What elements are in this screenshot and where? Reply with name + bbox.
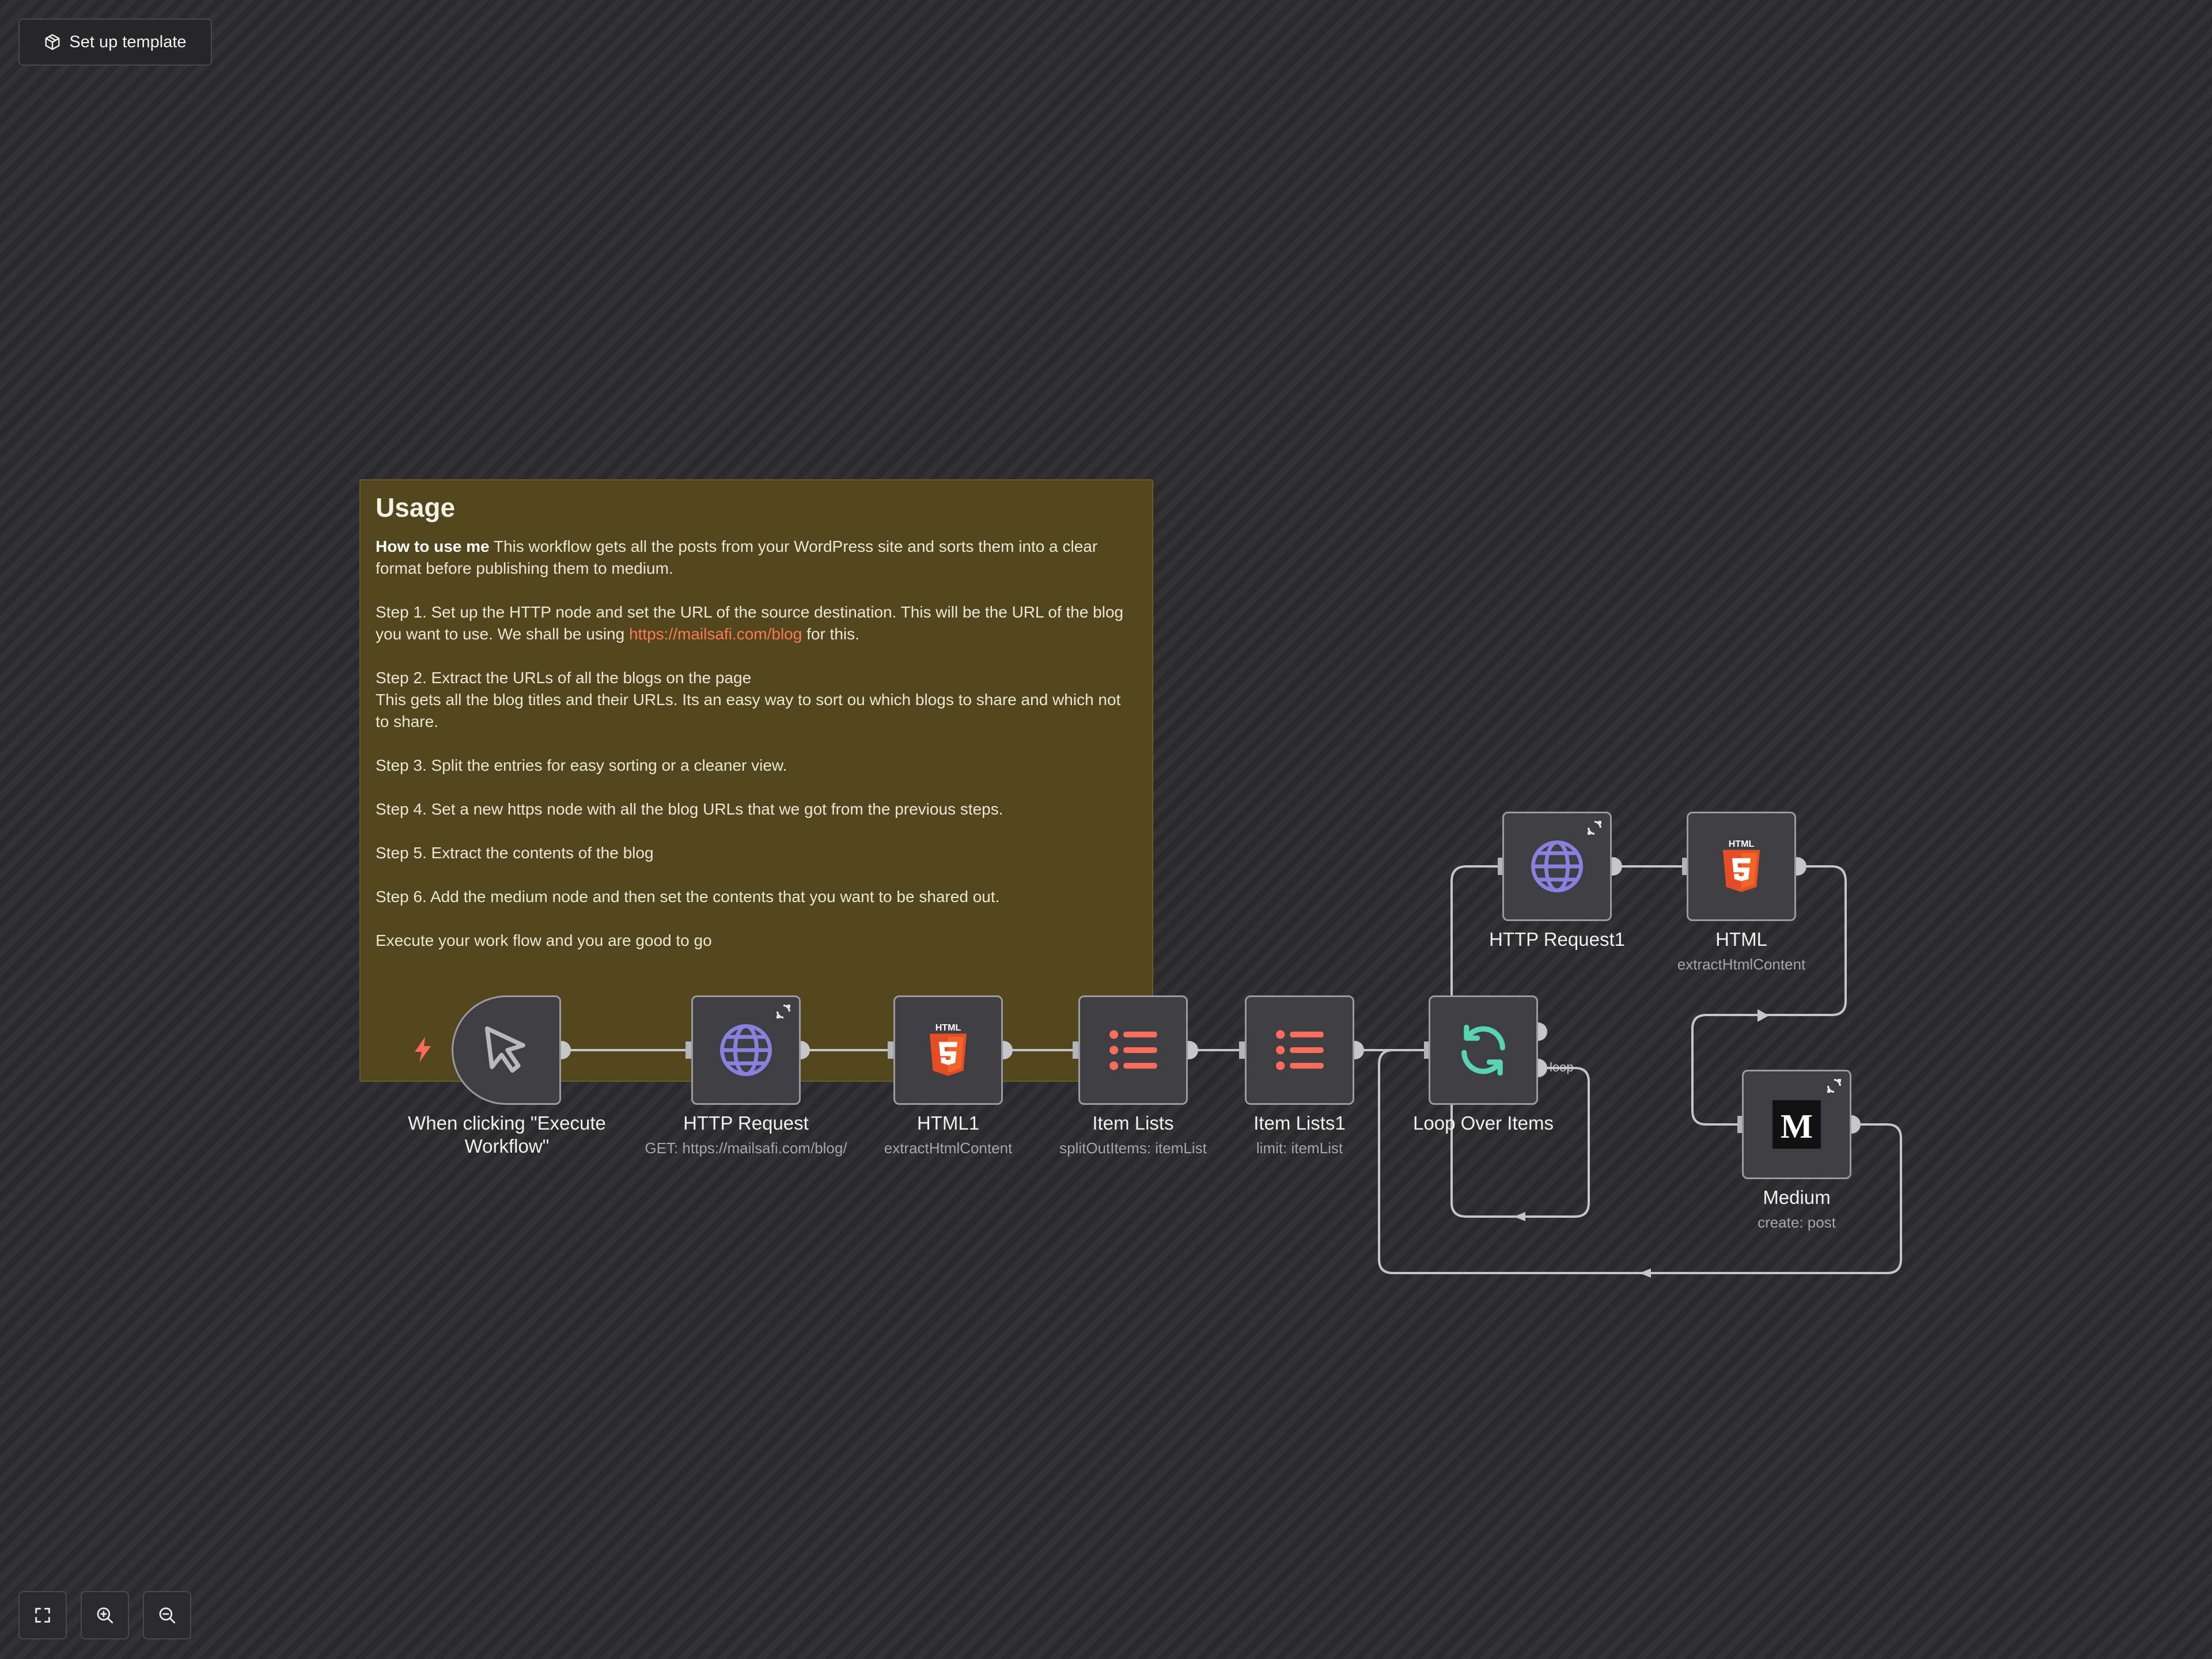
zoom-in-icon (97, 1607, 113, 1624)
input-port[interactable] (1073, 1041, 1078, 1059)
node-subtitle: create: post (1758, 1214, 1836, 1231)
medium-icon: M (1772, 1100, 1821, 1149)
list-icon (1104, 1021, 1162, 1079)
note-step2-line1: Step 2. Extract the URLs of all the blog… (376, 669, 752, 687)
note-step1-text: Step 1. Set up the HTTP node and set the… (376, 603, 1124, 643)
setup-template-button[interactable]: Set up template (18, 18, 212, 66)
note-step5: Step 5. Extract the contents of the blog (376, 844, 654, 862)
svg-text:HTML: HTML (935, 1022, 961, 1033)
node-subtitle: extractHtmlContent (1677, 956, 1806, 973)
node-settings-icon[interactable] (1587, 820, 1602, 835)
note-title: Usage (376, 493, 456, 522)
arrow-head (1758, 1009, 1769, 1022)
arrow-head (1639, 1268, 1651, 1278)
node-http-request1[interactable] (1502, 812, 1612, 921)
input-port[interactable] (1498, 858, 1503, 875)
node-manual-trigger[interactable] (452, 995, 561, 1105)
fit-view-button[interactable] (18, 1591, 67, 1639)
node-item-lists1[interactable] (1245, 995, 1354, 1105)
node-label: HTML (1715, 929, 1767, 950)
fit-view-icon (35, 1608, 50, 1623)
package-icon (45, 34, 60, 50)
input-port[interactable] (1424, 1041, 1430, 1059)
node-subtitle: extractHtmlContent (884, 1139, 1013, 1157)
note-step4: Step 4. Set a new https node with all th… (376, 800, 1003, 818)
node-label: Item Lists1 (1253, 1112, 1346, 1134)
node-html1[interactable]: HTML (893, 995, 1003, 1105)
note-outro: Execute your work flow and you are good … (376, 931, 712, 949)
input-port[interactable] (888, 1041, 893, 1059)
zoom-out-button[interactable] (143, 1591, 191, 1639)
input-port[interactable] (1737, 1116, 1743, 1133)
note-step6: Step 6. Add the medium node and then set… (376, 888, 1000, 906)
node-loop-over-items[interactable] (1429, 995, 1538, 1105)
note-intro-bold: How to use me (376, 537, 490, 555)
node-subtitle: splitOutItems: itemList (1059, 1139, 1207, 1157)
connection-loop-output[interactable] (1450, 1050, 1590, 1218)
html5-icon: HTML (919, 1021, 977, 1079)
node-subtitle: GET: https://mailsafi.com/blog/ (645, 1139, 847, 1157)
node-item-lists[interactable] (1078, 995, 1188, 1105)
note-step2: Step 2. Extract the URLs of all the blog… (376, 667, 1137, 733)
node-label: HTML1 (916, 1112, 980, 1134)
svg-text:HTML: HTML (1729, 839, 1755, 849)
node-label: Loop Over Items (1413, 1112, 1554, 1134)
list-icon (1271, 1021, 1328, 1079)
node-html[interactable]: HTML (1687, 812, 1796, 921)
lightning-icon (415, 1037, 431, 1062)
connection-html-to-medium[interactable] (1691, 865, 1847, 1126)
node-label: Medium (1763, 1187, 1831, 1208)
node-settings-icon[interactable] (1827, 1078, 1842, 1093)
html5-icon: HTML (1713, 838, 1770, 895)
node-medium[interactable]: M (1742, 1070, 1851, 1179)
note-step1-after: for this. (802, 625, 859, 643)
node-settings-icon[interactable] (776, 1004, 791, 1019)
note-step1-link[interactable]: https://mailsafi.com/blog (628, 625, 802, 643)
globe-icon (717, 1021, 775, 1079)
note-step2-line2: This gets all the blog titles and their … (376, 691, 1121, 730)
cursor-icon (478, 1021, 535, 1079)
node-label: Item Lists (1092, 1112, 1174, 1134)
zoom-in-button[interactable] (81, 1591, 129, 1639)
connection-loop-to-http1[interactable] (1450, 865, 1498, 1050)
globe-icon (1528, 838, 1586, 895)
input-port[interactable] (1239, 1041, 1245, 1059)
node-subtitle: limit: itemList (1256, 1139, 1343, 1157)
note-intro: How to use me This workflow gets all the… (376, 536, 1137, 579)
node-label: HTTP Request1 (1489, 929, 1625, 950)
note-step3: Step 3. Split the entries for easy sorti… (376, 756, 787, 774)
note-intro-text: This workflow gets all the posts from yo… (376, 537, 1098, 577)
node-label: HTTP Request (683, 1112, 809, 1134)
node-http-request[interactable] (691, 995, 801, 1105)
setup-template-label: Set up template (69, 32, 187, 51)
usage-sticky-note[interactable]: Usage How to use me This workflow gets a… (359, 479, 1153, 1082)
svg-text:M: M (1781, 1107, 1813, 1145)
input-port[interactable] (1682, 858, 1688, 875)
arrow-head (1514, 1212, 1525, 1221)
node-label: When clicking "Execute Workflow" (408, 1112, 606, 1157)
note-step1: Step 1. Set up the HTTP node and set the… (376, 601, 1137, 645)
refresh-icon (1455, 1021, 1512, 1079)
input-port[interactable] (685, 1041, 691, 1059)
loop-output-label: loop (1550, 1060, 1574, 1074)
zoom-out-icon (159, 1607, 176, 1624)
